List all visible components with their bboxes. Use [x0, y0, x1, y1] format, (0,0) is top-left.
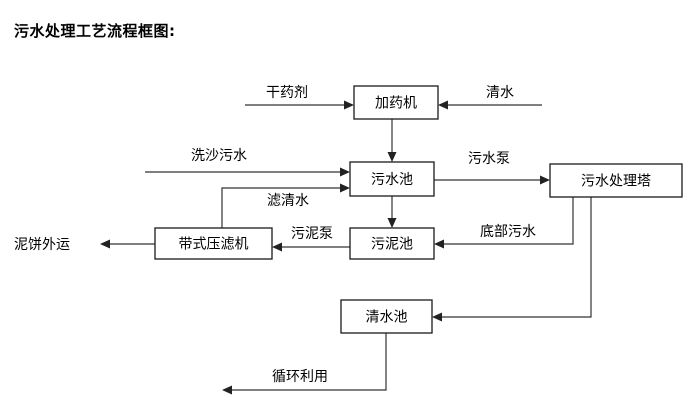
node-sewage-pool[interactable]: 污水池 [349, 161, 435, 197]
edge-clean-water: 清水 [438, 85, 542, 110]
edge-sludge-pump: 污泥泵 [272, 226, 350, 252]
edge-label-sludge-pump: 污泥泵 [291, 226, 333, 242]
edge-sewage-to-sludge [387, 196, 397, 228]
node-dosing-machine-box[interactable] [353, 85, 439, 120]
node-belt-filter-press-box[interactable] [154, 227, 273, 260]
node-dosing-machine-label: 加药机 [375, 96, 417, 112]
node-belt-filter-press[interactable]: 带式压滤机 [154, 227, 273, 260]
edge-recycle-line [228, 333, 387, 391]
node-clear-water-pool-label: 清水池 [366, 310, 408, 326]
edge-wash-sewage: 洗沙污水 [145, 148, 350, 177]
node-sewage-pool-box[interactable] [349, 161, 435, 197]
edge-sewage-to-sludge-arrowhead [387, 218, 397, 228]
edge-recycle-arrowhead [222, 385, 232, 395]
edge-filtrate: 滤清水 [221, 183, 350, 228]
edge-filtrate-line [221, 187, 344, 228]
node-belt-filter-press-label: 带式压滤机 [179, 237, 249, 253]
edge-dosing-to-sewage [387, 119, 397, 162]
edge-label-filtrate: 滤清水 [267, 193, 309, 209]
node-sludge-pool-box[interactable] [349, 227, 435, 260]
edge-tower-to-clear-line [438, 197, 592, 318]
edge-sewage-pump: 污水泵 [434, 151, 550, 185]
edge-wash-sewage-arrowhead [340, 167, 350, 177]
edge-label-bottom-water: 底部污水 [480, 224, 536, 240]
edge-sludge-pump-arrowhead [272, 242, 282, 252]
edge-filtrate-arrowhead [340, 183, 350, 193]
node-treatment-tower[interactable]: 污水处理塔 [549, 163, 683, 198]
edge-label-dry-agent: 干药剂 [266, 85, 308, 101]
node-treatment-tower-label: 污水处理塔 [581, 174, 651, 190]
edge-dry-agent: 干药剂 [245, 85, 354, 110]
edge-tower-to-clear [432, 197, 592, 322]
edge-mud-cake: 泥饼外运 [14, 237, 155, 253]
page-title: 污水处理工艺流程框图: [14, 22, 176, 40]
terminal-label-mud-cake: 泥饼外运 [14, 237, 70, 253]
node-sewage-pool-label: 污水池 [371, 172, 413, 188]
edge-label-recycle: 循环利用 [272, 369, 328, 385]
edge-tower-to-clear-arrowhead [432, 312, 442, 322]
edge-label-sewage-pump: 污水泵 [468, 151, 510, 167]
edge-recycle: 循环利用 [222, 333, 387, 395]
edge-bottom-water-line [440, 197, 574, 245]
edge-mud-cake-arrowhead [100, 239, 110, 249]
node-sludge-pool[interactable]: 污泥池 [349, 227, 435, 260]
edge-sewage-pump-arrowhead [540, 175, 550, 185]
edge-bottom-water-arrowhead [434, 239, 444, 249]
edge-dry-agent-arrowhead [344, 100, 354, 110]
node-sludge-pool-label: 污泥池 [371, 237, 413, 253]
node-clear-water-pool[interactable]: 清水池 [340, 299, 433, 334]
edge-dosing-to-sewage-arrowhead [387, 152, 397, 162]
node-clear-water-pool-box[interactable] [340, 299, 433, 334]
edge-bottom-water: 底部污水 [434, 197, 574, 249]
edge-clean-water-arrowhead [438, 100, 448, 110]
edge-label-clean-water: 清水 [486, 85, 514, 101]
node-dosing-machine[interactable]: 加药机 [353, 85, 439, 120]
node-treatment-tower-box[interactable] [549, 163, 683, 198]
edge-label-wash-sewage: 洗沙污水 [191, 148, 247, 164]
